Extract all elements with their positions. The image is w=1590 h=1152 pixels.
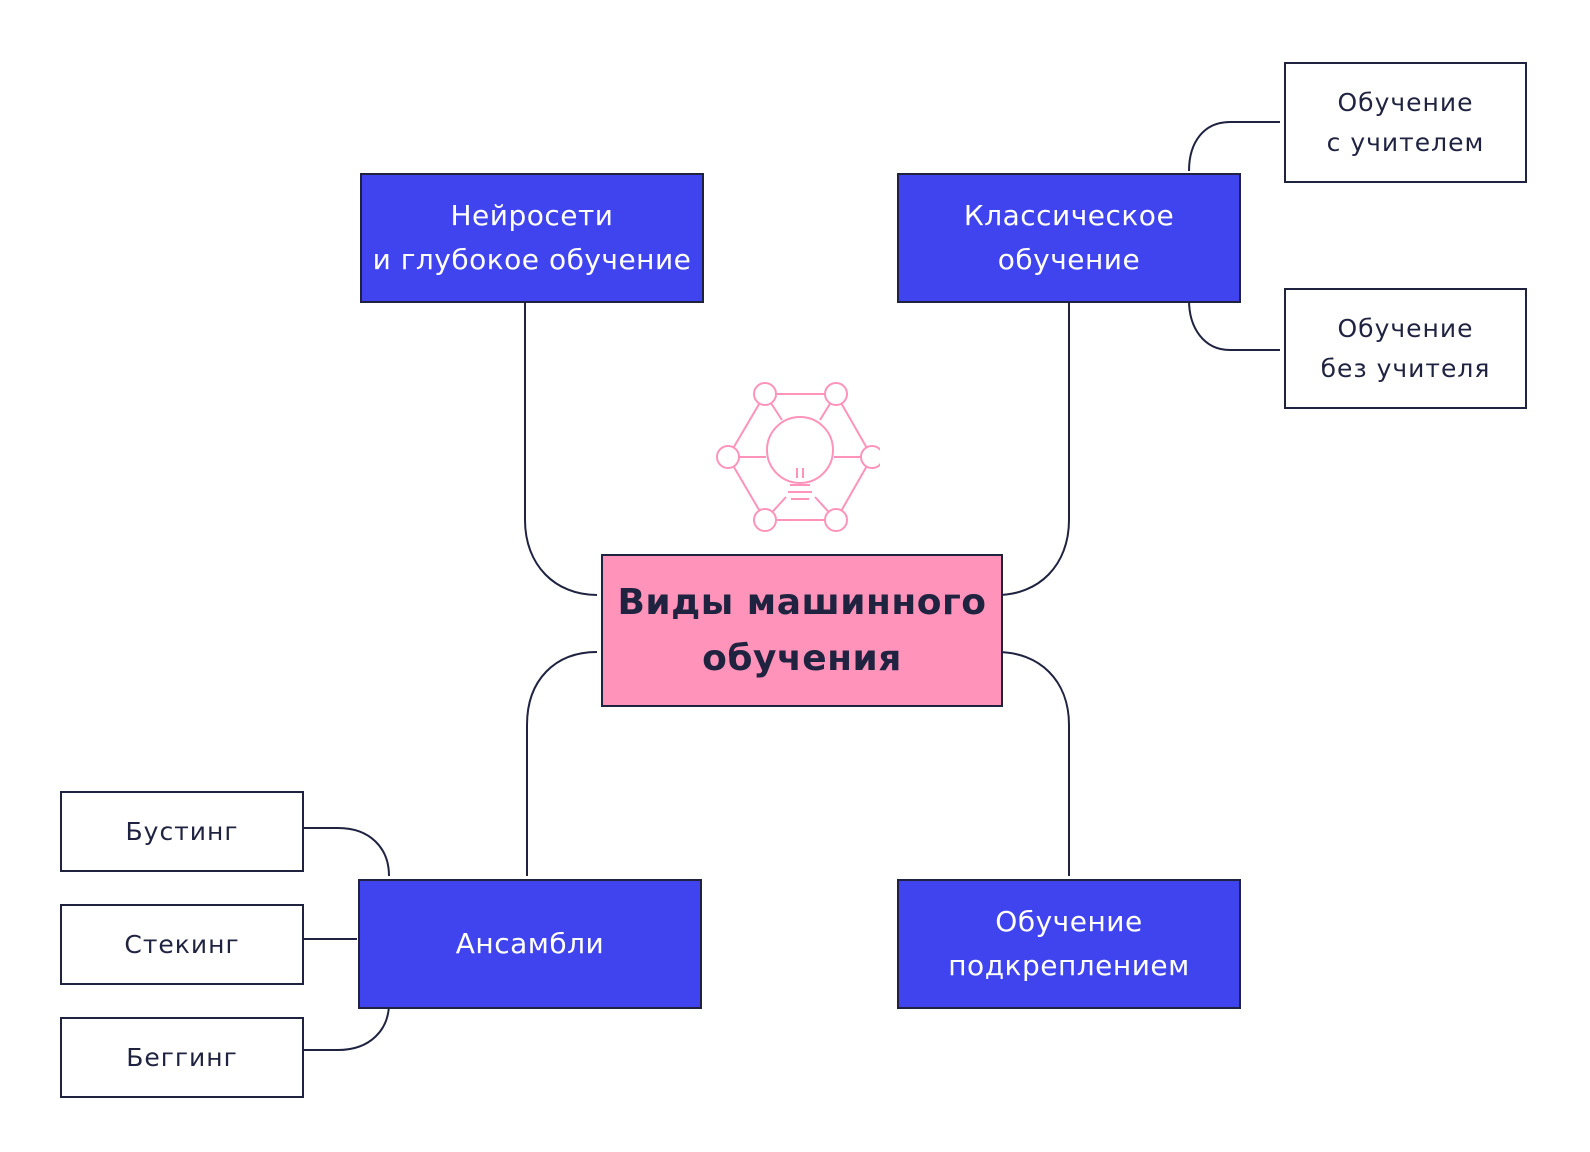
category-reinforcement-learning: Обучение подкреплением bbox=[897, 879, 1241, 1009]
node-supervised-learning: Обучение с учителем bbox=[1284, 62, 1527, 183]
category-reinforcement-learning-line2: подкреплением bbox=[948, 949, 1190, 982]
node-supervised-learning-line1: Обучение bbox=[1337, 87, 1474, 117]
connector-center-neural bbox=[524, 300, 598, 596]
node-boosting: Бустинг bbox=[60, 791, 304, 872]
node-supervised-learning-line2: с учителем bbox=[1326, 127, 1485, 157]
category-neural-networks: Нейросети и глубокое обучение bbox=[360, 173, 704, 303]
category-reinforcement-learning-line1: Обучение bbox=[995, 905, 1143, 938]
lightbulb-network-icon bbox=[716, 382, 880, 532]
connector-classic-unsupervised bbox=[1188, 299, 1280, 351]
node-bagging: Беггинг bbox=[60, 1017, 304, 1098]
center-topic-line2: обучения bbox=[702, 637, 902, 679]
connector-ensembles-bagging bbox=[300, 1002, 390, 1051]
category-neural-networks-line1: Нейросети bbox=[450, 199, 614, 232]
connector-classic-supervised bbox=[1188, 121, 1280, 172]
node-unsupervised-learning-line1: Обучение bbox=[1337, 313, 1474, 343]
connector-center-reinforcement bbox=[996, 651, 1070, 876]
category-ensembles: Ансамбли bbox=[358, 879, 702, 1009]
category-classic-learning: Классическое обучение bbox=[897, 173, 1241, 303]
center-topic: Виды машинного обучения bbox=[601, 554, 1003, 707]
connector-center-classic bbox=[996, 300, 1070, 596]
connector-ensembles-boosting bbox=[300, 827, 390, 877]
node-stacking: Стекинг bbox=[60, 904, 304, 985]
category-ensembles-line1: Ансамбли bbox=[455, 927, 605, 960]
connector-center-ensembles bbox=[526, 651, 598, 876]
node-unsupervised-learning-line2: без учителя bbox=[1320, 353, 1491, 383]
node-bagging-label: Беггинг bbox=[126, 1042, 238, 1072]
category-classic-learning-line2: обучение bbox=[997, 243, 1141, 276]
center-topic-line1: Виды машинного bbox=[617, 581, 987, 623]
node-unsupervised-learning: Обучение без учителя bbox=[1284, 288, 1527, 409]
category-neural-networks-line2: и глубокое обучение bbox=[372, 243, 692, 276]
category-classic-learning-line1: Классическое bbox=[963, 199, 1175, 232]
node-boosting-label: Бустинг bbox=[125, 816, 239, 846]
node-stacking-label: Стекинг bbox=[124, 929, 240, 959]
